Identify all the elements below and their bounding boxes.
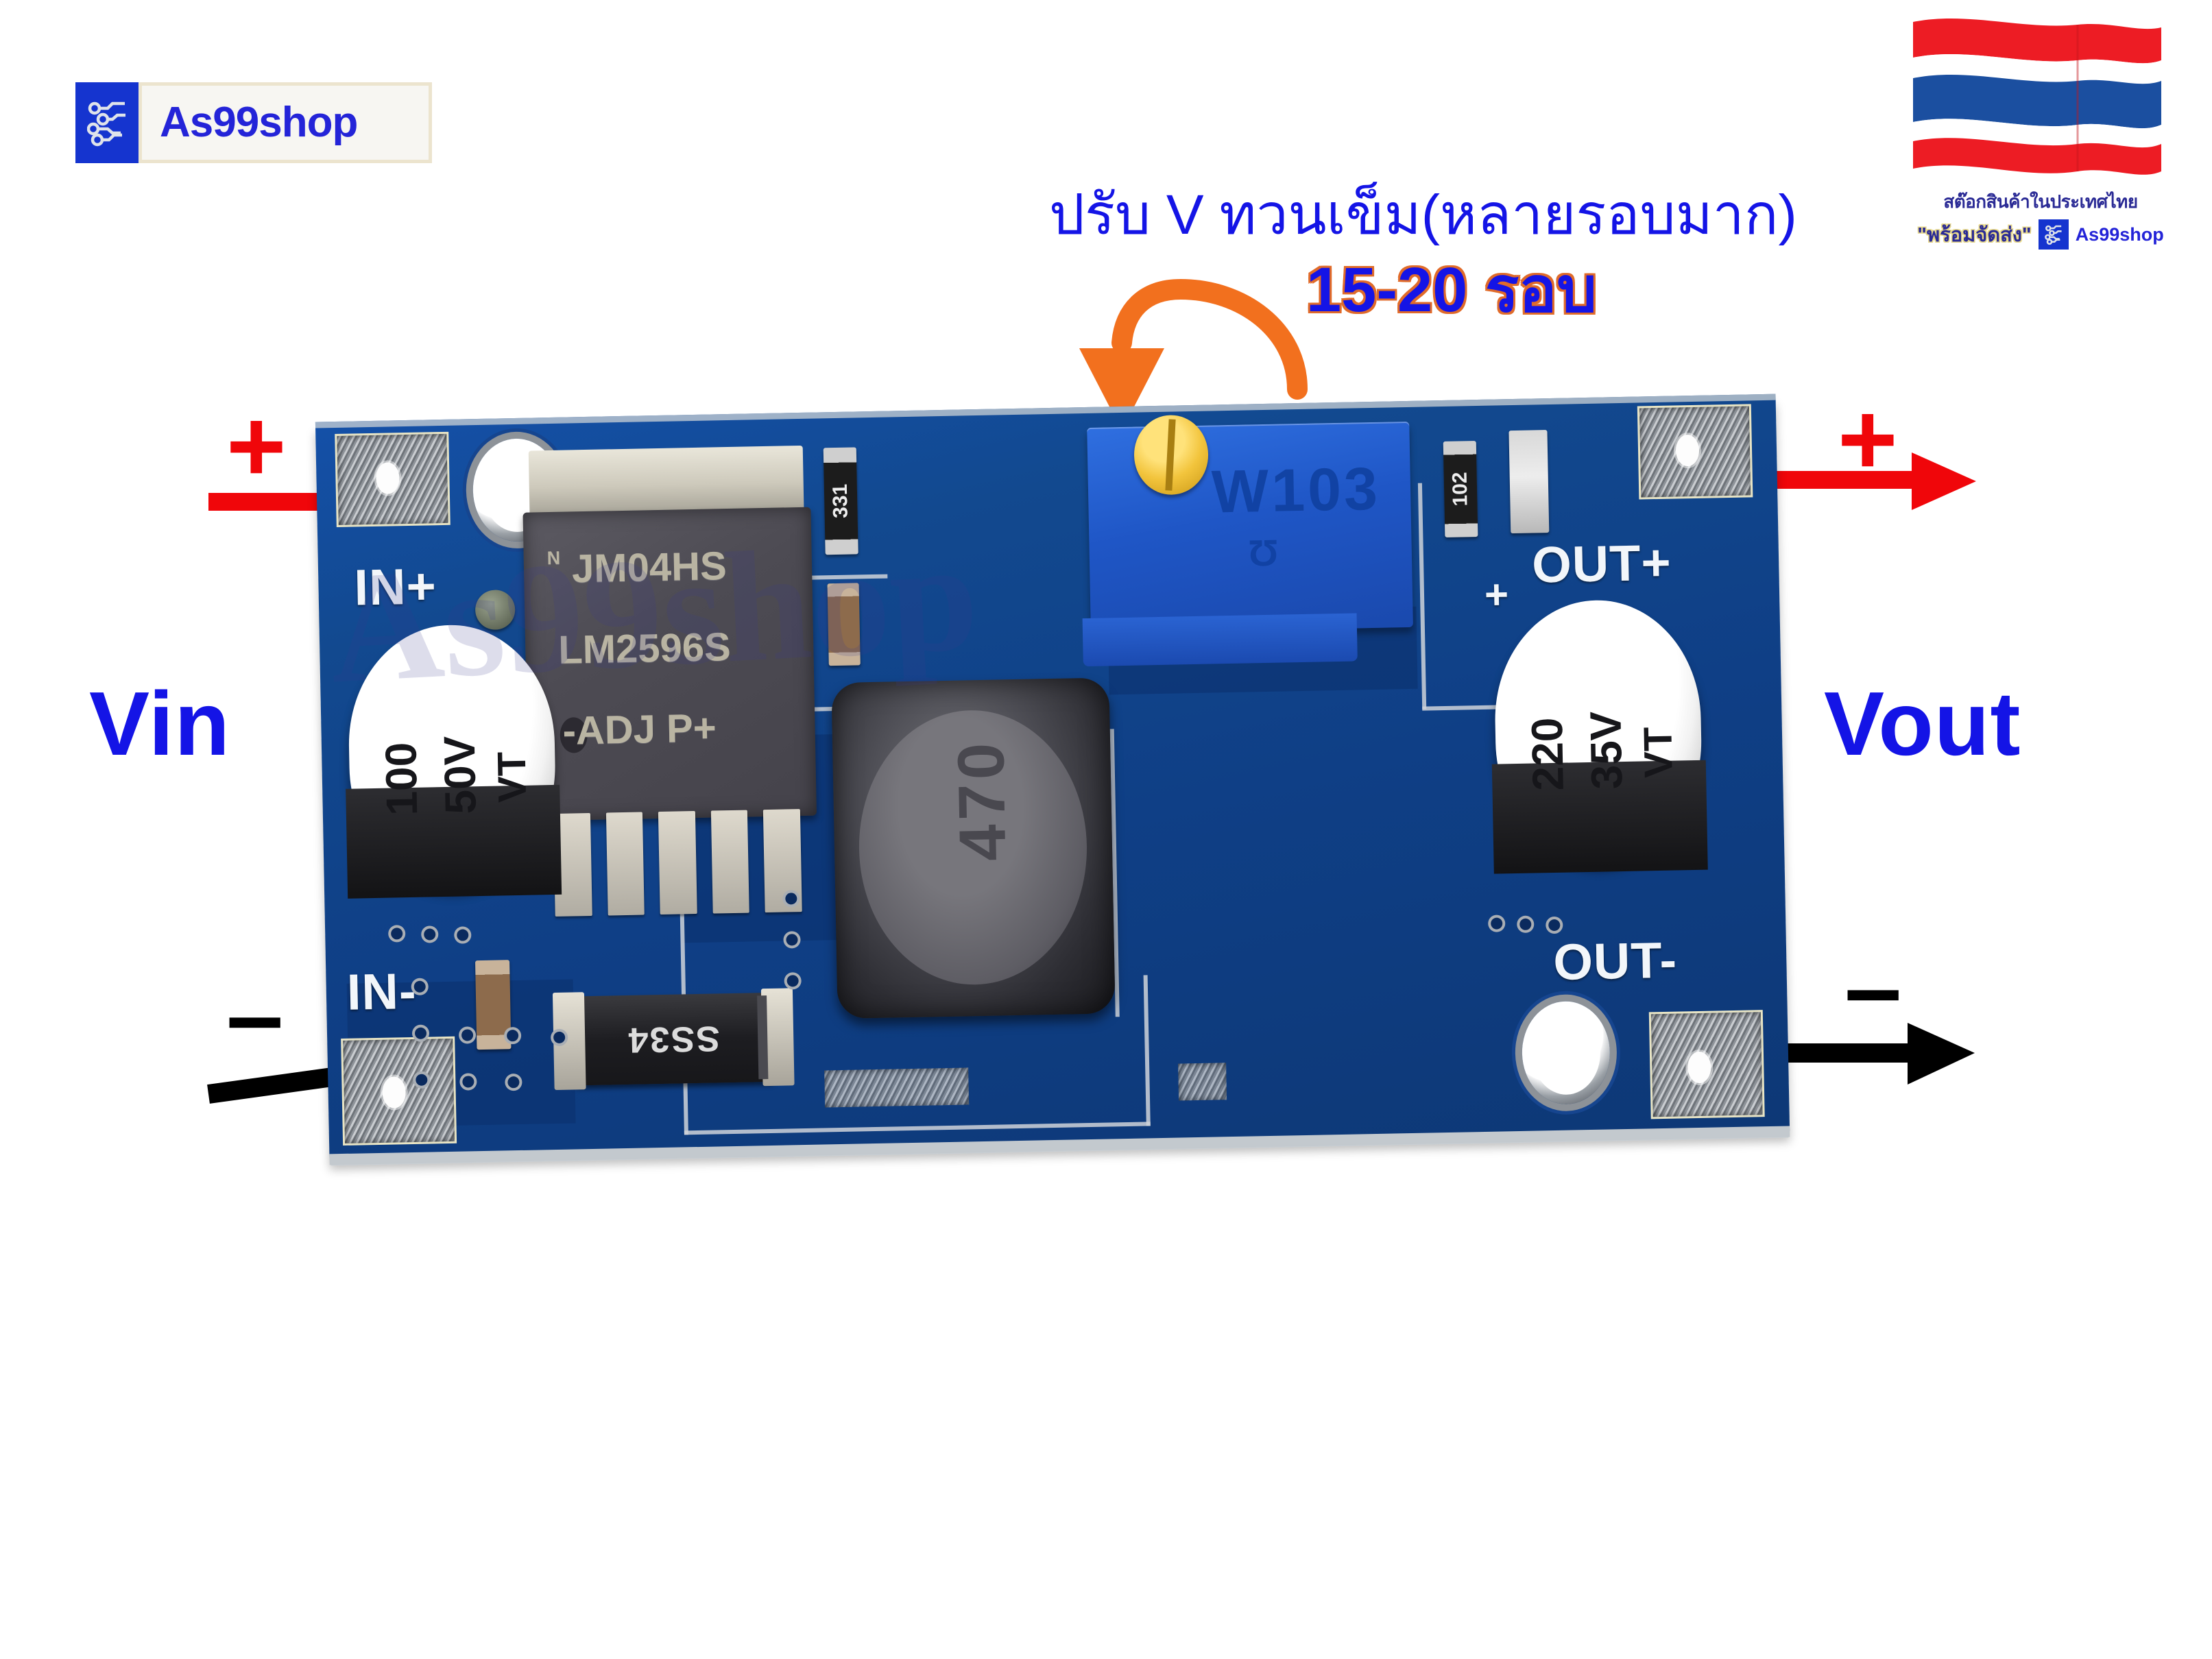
- lm2596s-regulator-ic: N JM04HS LM2596S -ADJ P+: [522, 445, 817, 917]
- input-cap-series: VT: [489, 751, 536, 803]
- trimpot-marking: W103: [1211, 454, 1381, 526]
- output-negative-pad[interactable]: [1648, 1010, 1765, 1119]
- ic-marking-line3: -ADJ P+: [562, 705, 717, 753]
- input-cap-value: 100: [376, 742, 427, 816]
- smd-capacitor-output: [1508, 430, 1550, 534]
- lm2596-buck-converter-board: IN+ IN- OUT+ OUT- + N JM04HS LM2596S -AD…: [315, 393, 1790, 1165]
- badge-caption-line1: สต๊อกสินค้าในประเทศไทย: [1943, 191, 2138, 212]
- silk-cap-polarity: +: [1484, 571, 1510, 618]
- power-inductor: 470: [831, 677, 1116, 1019]
- output-cap-series: VT: [1635, 726, 1681, 779]
- annotation-line2: 15-20 รอบ: [1306, 255, 1597, 325]
- ss34-schottky-diode: SS34: [552, 988, 795, 1091]
- input-cap-voltage: 50V: [434, 735, 485, 815]
- input-negative-pad[interactable]: [341, 1036, 457, 1146]
- badge-caption-line2: "พร้อมจัดส่ง": [1917, 224, 2032, 246]
- silk-in-plus: IN+: [353, 557, 437, 616]
- trimpot-sub-marking: Ω: [1248, 531, 1279, 574]
- circuit-node-icon: [2038, 219, 2069, 250]
- input-minus-symbol: –: [226, 957, 284, 1072]
- silk-out-plus: OUT+: [1531, 533, 1672, 594]
- diode-marking: SS34: [627, 1018, 721, 1060]
- seller-logo: As99shop: [75, 82, 432, 163]
- annotation-line1: ปรับ V ทวนเข็ม(หลายรอบมาก): [1049, 184, 1797, 246]
- badge-mini-logo-name: As99shop: [2075, 223, 2164, 245]
- ic-body: N JM04HS LM2596S -ADJ P+: [522, 507, 817, 821]
- trimpot-skirt: [1082, 613, 1358, 667]
- circuit-node-icon: [75, 82, 139, 163]
- seller-logo-namebox: As99shop: [139, 82, 432, 163]
- input-positive-pad[interactable]: [335, 431, 450, 527]
- input-electrolytic-capacitor: 100 50V VT: [346, 622, 562, 899]
- ic-marking-line1: JM04HS: [571, 544, 728, 592]
- curved-down-arrow-icon: [1079, 278, 1308, 431]
- output-cap-value: 220: [1522, 717, 1573, 792]
- thailand-stock-badge: สต๊อกสินค้าในประเทศไทย "พร้อมจัดส่ง" As9…: [1897, 7, 2185, 274]
- output-electrolytic-capacitor: 220 35V VT: [1491, 598, 1708, 874]
- smd-resistor-102-marking: 102: [1448, 472, 1472, 507]
- ic-lead-row: [553, 809, 802, 917]
- seller-logo-name: As99shop: [160, 99, 358, 146]
- smd-ceramic-capacitor: [827, 583, 861, 666]
- output-positive-pad[interactable]: [1637, 404, 1753, 500]
- silk-out-minus: OUT-: [1552, 931, 1678, 991]
- ic-marking-line2: LM2596S: [557, 624, 732, 673]
- output-cap-voltage: 35V: [1580, 710, 1632, 790]
- smd-resistor-331-marking: 331: [828, 483, 852, 519]
- vout-label: Vout: [1824, 673, 2021, 774]
- smd-ceramic-capacitor-input: [475, 960, 512, 1050]
- output-minus-symbol: –: [1844, 930, 1902, 1045]
- smd-resistor-331: 331: [823, 447, 858, 555]
- ic-vendor-logo: N: [546, 547, 561, 569]
- silk-in-minus: IN-: [346, 962, 418, 1021]
- thailand-flag-icon: [1906, 7, 2167, 192]
- vin-label: Vin: [89, 673, 230, 774]
- inductor-marking: 470: [944, 738, 1020, 862]
- smd-resistor-102: 102: [1443, 441, 1478, 537]
- input-plus-symbol: +: [226, 388, 287, 503]
- voltage-adjust-trimpot[interactable]: W103 Ω: [1082, 414, 1413, 667]
